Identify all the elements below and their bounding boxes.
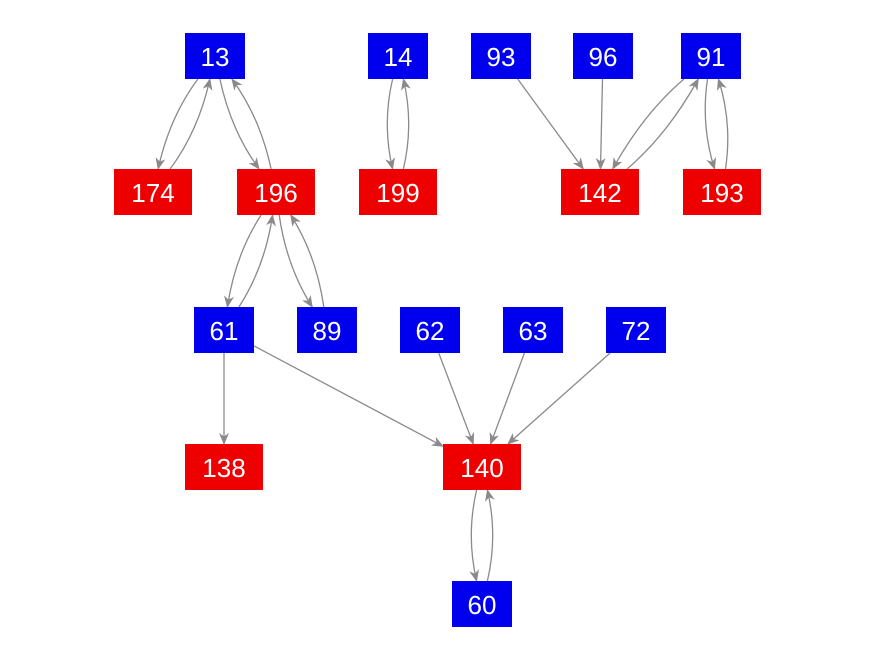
node-14: 14 (368, 33, 428, 79)
node-box-61 (194, 307, 254, 353)
node-89: 89 (297, 307, 357, 353)
node-box-140 (443, 444, 521, 490)
node-label-63: 63 (519, 316, 548, 346)
edge-93-to-142 (517, 78, 584, 170)
node-box-142 (561, 169, 639, 215)
node-label-138: 138 (202, 453, 245, 483)
edge-196-to-89 (278, 214, 313, 308)
node-96: 96 (573, 33, 633, 79)
node-label-72: 72 (622, 316, 651, 346)
node-label-91: 91 (697, 42, 726, 72)
node-label-62: 62 (416, 316, 445, 346)
node-box-60 (452, 581, 512, 627)
edge-13-to-174 (155, 78, 199, 170)
node-label-14: 14 (384, 42, 413, 72)
edge-63-to-140 (489, 352, 526, 445)
edge-72-to-140 (507, 352, 611, 445)
node-label-196: 196 (254, 178, 297, 208)
edge-91-to-193 (704, 78, 717, 170)
edge-196-to-13 (231, 78, 272, 170)
node-label-140: 140 (460, 453, 503, 483)
node-box-93 (471, 33, 531, 79)
node-box-63 (503, 307, 563, 353)
node-box-196 (237, 169, 315, 215)
edge-199-to-14 (401, 78, 411, 170)
node-box-13 (185, 33, 245, 79)
node-62: 62 (400, 307, 460, 353)
node-box-96 (573, 33, 633, 79)
node-174: 174 (114, 169, 192, 215)
node-box-199 (359, 169, 437, 215)
node-72: 72 (606, 307, 666, 353)
edge-14-to-199 (385, 78, 395, 170)
node-label-193: 193 (700, 178, 743, 208)
edge-61-to-140 (253, 345, 444, 447)
nodes-layer: 13 14 93 96 91 174 196 199 142 193 61 89 62 63 72 138 14… (114, 33, 761, 627)
node-193: 193 (683, 169, 761, 215)
node-box-91 (681, 33, 741, 79)
node-box-138 (185, 444, 263, 490)
edge-13-to-196 (219, 78, 260, 170)
node-box-14 (368, 33, 428, 79)
node-13: 13 (185, 33, 245, 79)
node-138: 138 (185, 444, 263, 490)
node-label-93: 93 (487, 42, 516, 72)
node-box-62 (400, 307, 460, 353)
node-91: 91 (681, 33, 741, 79)
edge-61-to-196 (238, 214, 276, 308)
node-label-89: 89 (313, 316, 342, 346)
node-61: 61 (194, 307, 254, 353)
node-label-13: 13 (201, 42, 230, 72)
edges-layer (155, 78, 729, 582)
node-93: 93 (471, 33, 531, 79)
node-label-96: 96 (589, 42, 618, 72)
node-box-72 (606, 307, 666, 353)
edge-174-to-13 (169, 78, 213, 170)
node-140: 140 (443, 444, 521, 490)
edge-62-to-140 (438, 352, 475, 445)
node-label-174: 174 (131, 178, 174, 208)
node-box-174 (114, 169, 192, 215)
node-label-60: 60 (468, 590, 497, 620)
node-label-61: 61 (210, 316, 239, 346)
node-box-193 (683, 169, 761, 215)
edge-91-to-142 (612, 78, 685, 170)
node-63: 63 (503, 307, 563, 353)
node-label-199: 199 (376, 178, 419, 208)
edge-140-to-60 (469, 489, 479, 582)
node-60: 60 (452, 581, 512, 627)
node-label-142: 142 (578, 178, 621, 208)
edge-60-to-140 (485, 489, 495, 582)
edge-196-to-61 (224, 214, 262, 308)
node-142: 142 (561, 169, 639, 215)
edge-193-to-91 (716, 78, 729, 170)
edge-142-to-91 (626, 78, 699, 170)
edge-96-to-142 (595, 78, 606, 170)
node-196: 196 (237, 169, 315, 215)
node-199: 199 (359, 169, 437, 215)
node-box-89 (297, 307, 357, 353)
edge-89-to-196 (290, 214, 325, 308)
